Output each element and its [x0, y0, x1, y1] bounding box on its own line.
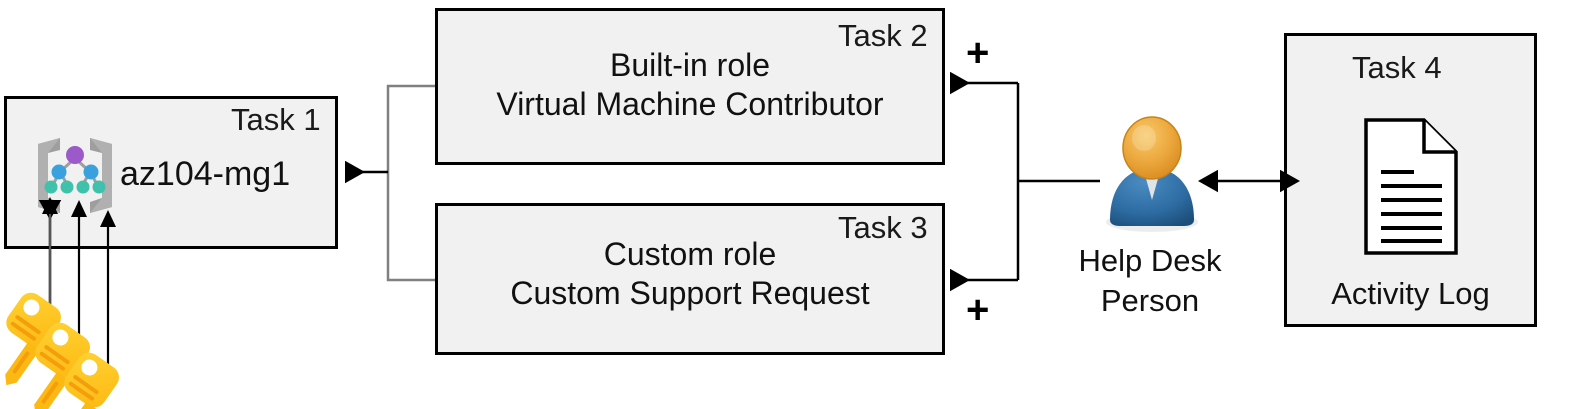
- task2-tag: Task 2: [838, 18, 928, 53]
- key-icon-3: [59, 352, 119, 409]
- task2-line1: Built-in role: [609, 47, 771, 83]
- task1-label: az104-mg1: [120, 155, 291, 193]
- plus-bottom: +: [966, 288, 990, 332]
- task3-line1: Custom role: [603, 236, 777, 272]
- task1-tag: Task 1: [231, 102, 321, 137]
- task2-box[interactable]: [435, 8, 945, 165]
- task4-tag: Task 4: [1352, 50, 1442, 85]
- key-icon-2: [34, 322, 90, 409]
- plus-top: +: [966, 31, 990, 75]
- help-desk-person-label-line2: Person: [1100, 283, 1200, 318]
- task3-line2: Custom Support Request: [510, 275, 870, 311]
- person-icon: [1106, 116, 1198, 232]
- task3-tag: Task 3: [838, 210, 928, 245]
- connector-roles-to-task1: [345, 84, 435, 282]
- task4-label: Activity Log: [1331, 276, 1490, 311]
- help-desk-person-label-line1: Help Desk: [1078, 243, 1222, 278]
- task3-box[interactable]: [435, 203, 945, 355]
- task2-line2: Virtual Machine Contributor: [496, 86, 884, 122]
- key-icon-1: [5, 292, 61, 386]
